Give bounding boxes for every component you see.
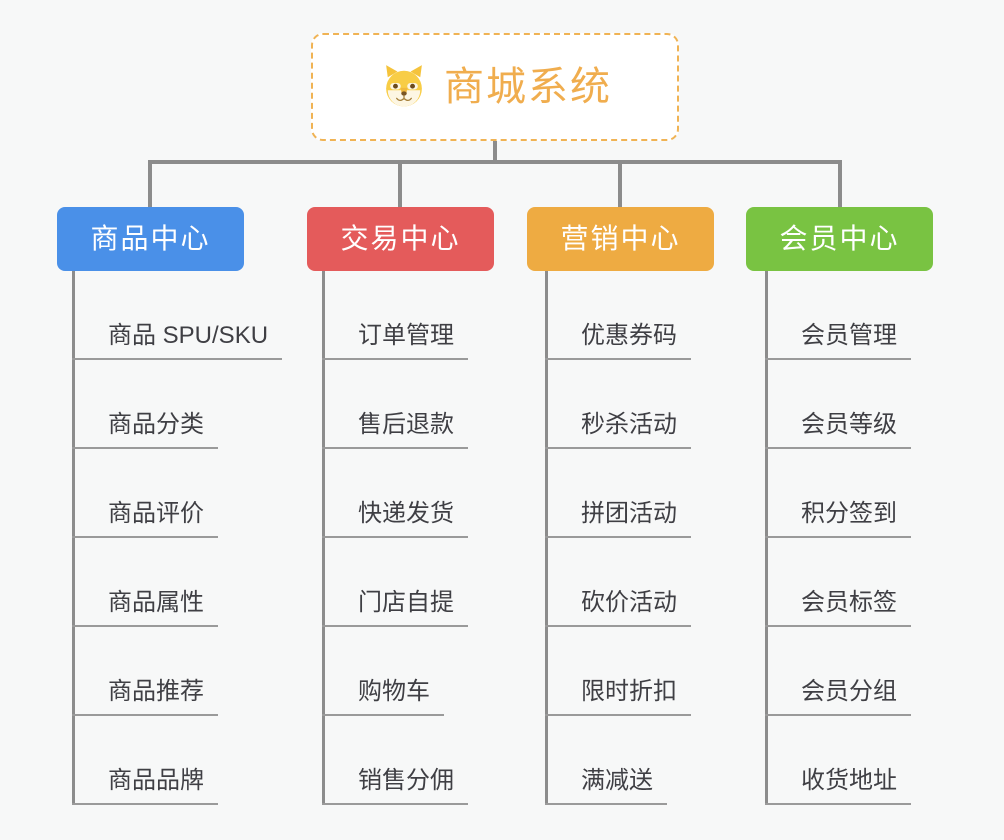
connector-horizontal-bus	[148, 160, 842, 164]
leaf-item[interactable]: 拼团活动	[545, 449, 691, 538]
leaf-item[interactable]: 收货地址	[765, 716, 911, 805]
leaf-spine	[765, 271, 768, 805]
leaf-spine	[72, 271, 75, 805]
branch-node-2[interactable]: 营销中心	[527, 207, 714, 271]
leaf-column-3: 会员管理会员等级积分签到会员标签会员分组收货地址	[765, 271, 911, 805]
leaf-label: 拼团活动	[545, 502, 691, 538]
leaf-label: 秒杀活动	[545, 413, 691, 449]
leaf-label: 购物车	[322, 680, 444, 716]
shiba-dog-face-icon	[386, 65, 422, 107]
leaf-label: 会员标签	[765, 591, 911, 627]
connector-stem-1	[398, 160, 402, 208]
branch-node-0[interactable]: 商品中心	[57, 207, 244, 271]
leaf-item[interactable]: 商品品牌	[72, 716, 282, 805]
leaf-item[interactable]: 商品 SPU/SKU	[72, 271, 283, 360]
root-node[interactable]: 商城系统	[311, 33, 679, 141]
leaf-item[interactable]: 会员标签	[765, 538, 911, 627]
leaf-label: 快递发货	[322, 502, 468, 538]
leaf-item[interactable]: 满减送	[545, 716, 691, 805]
leaf-item[interactable]: 购物车	[322, 627, 468, 716]
connector-stem-0	[148, 160, 152, 208]
leaf-column-2: 优惠券码秒杀活动拼团活动砍价活动限时折扣满减送	[545, 271, 691, 805]
leaf-label: 商品品牌	[72, 769, 218, 805]
leaf-label: 门店自提	[322, 591, 468, 627]
leaf-label: 订单管理	[322, 324, 468, 360]
branch-label: 会员中心	[779, 223, 900, 254]
branch-node-3[interactable]: 会员中心	[746, 207, 933, 271]
leaf-label: 商品分类	[72, 413, 218, 449]
leaf-label: 售后退款	[322, 413, 468, 449]
leaf-item[interactable]: 会员等级	[765, 360, 911, 449]
leaf-label: 满减送	[545, 769, 667, 805]
leaf-item[interactable]: 门店自提	[322, 538, 468, 627]
leaf-label: 积分签到	[765, 502, 911, 538]
branch-node-1[interactable]: 交易中心	[307, 207, 494, 271]
root-title: 商城系统	[444, 65, 612, 109]
leaf-item[interactable]: 商品属性	[72, 538, 282, 627]
leaf-item[interactable]: 商品推荐	[72, 627, 282, 716]
leaf-label: 会员分组	[765, 680, 911, 716]
leaf-label: 商品 SPU/SKU	[72, 324, 283, 360]
leaf-label: 收货地址	[765, 769, 911, 805]
leaf-item[interactable]: 销售分佣	[322, 716, 468, 805]
branch-label: 商品中心	[90, 223, 211, 254]
leaf-item[interactable]: 售后退款	[322, 360, 468, 449]
leaf-item[interactable]: 优惠券码	[545, 271, 691, 360]
branch-label: 交易中心	[340, 223, 461, 254]
leaf-column-0: 商品 SPU/SKU 商品分类商品评价商品属性商品推荐商品品牌	[72, 271, 283, 805]
leaf-item[interactable]: 快递发货	[322, 449, 468, 538]
branch-label: 营销中心	[560, 223, 681, 254]
leaf-label: 会员管理	[765, 324, 911, 360]
leaf-item[interactable]: 商品分类	[72, 360, 282, 449]
connector-root-stem	[493, 141, 497, 163]
connector-stem-2	[618, 160, 622, 208]
leaf-item[interactable]: 会员分组	[765, 627, 911, 716]
leaf-label: 商品推荐	[72, 680, 218, 716]
leaf-label: 商品属性	[72, 591, 218, 627]
leaf-spine	[322, 271, 325, 805]
leaf-label: 限时折扣	[545, 680, 691, 716]
leaf-label: 优惠券码	[545, 324, 691, 360]
leaf-item[interactable]: 会员管理	[765, 271, 911, 360]
leaf-label: 商品评价	[72, 502, 218, 538]
leaf-label: 砍价活动	[545, 591, 691, 627]
leaf-item[interactable]: 商品评价	[72, 449, 282, 538]
leaf-item[interactable]: 砍价活动	[545, 538, 691, 627]
leaf-spine	[545, 271, 548, 805]
leaf-item[interactable]: 积分签到	[765, 449, 911, 538]
connector-stem-3	[838, 160, 842, 208]
leaf-label: 会员等级	[765, 413, 911, 449]
leaf-column-1: 订单管理售后退款快递发货门店自提购物车销售分佣	[322, 271, 468, 805]
leaf-item[interactable]: 秒杀活动	[545, 360, 691, 449]
leaf-item[interactable]: 订单管理	[322, 271, 468, 360]
leaf-label: 销售分佣	[322, 769, 468, 805]
leaf-item[interactable]: 限时折扣	[545, 627, 691, 716]
